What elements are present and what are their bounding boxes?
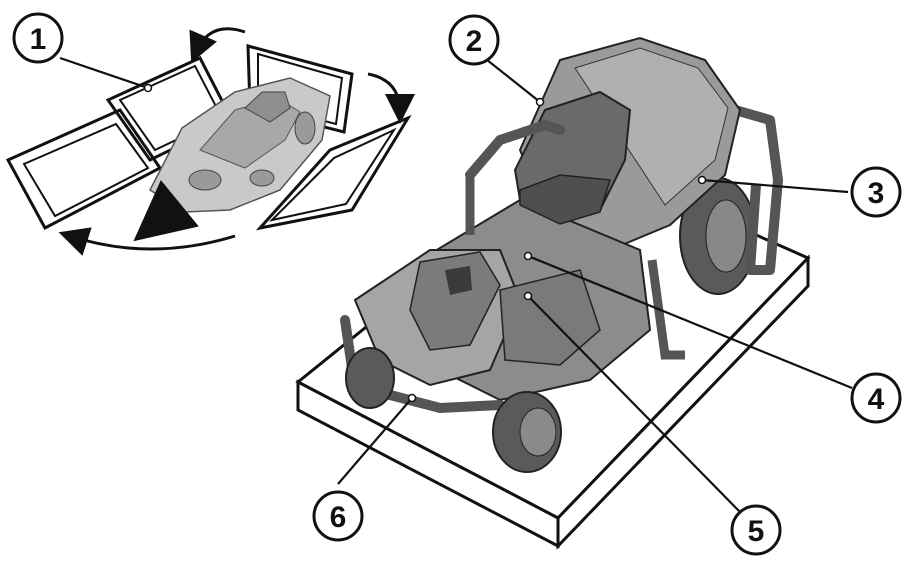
riding-mower [340, 36, 783, 473]
leader-lines [59, 47, 853, 513]
mower-ghost [149, 77, 331, 213]
pull-out-arrow [133, 179, 199, 242]
crate-side-panel-left [5, 108, 163, 231]
callout-5: 5 [730, 504, 782, 556]
callout-1-number: 1 [30, 23, 47, 56]
rotate-arrow-top-left [189, 27, 246, 63]
callout-4: 4 [850, 372, 902, 424]
callout-6: 6 [312, 490, 364, 542]
crate-inset [5, 27, 415, 256]
rotate-arrow-bottom [58, 227, 236, 256]
callout-6-number: 6 [330, 501, 347, 534]
callout-2-number: 2 [466, 25, 483, 58]
callout-4-number: 4 [868, 383, 885, 416]
front-wheel-left [345, 347, 395, 409]
callout-5-number: 5 [748, 515, 765, 548]
callout-1: 1 [12, 12, 64, 64]
callout-3: 3 [850, 166, 902, 218]
rotate-arrow-top-right [367, 72, 415, 124]
callout-2: 2 [448, 14, 500, 66]
leader-anchors [143, 83, 707, 403]
callout-3-number: 3 [868, 177, 885, 210]
